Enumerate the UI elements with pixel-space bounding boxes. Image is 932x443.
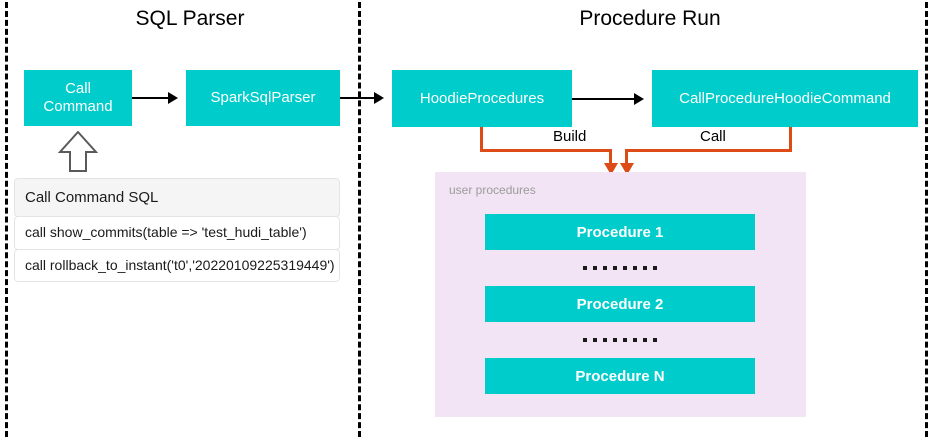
procedure-box-1-label: Procedure 1 bbox=[576, 223, 664, 241]
ellipsis-dot bbox=[603, 266, 607, 270]
arrow-hoodie-procedures-to-call-procedure-hoodie-command bbox=[572, 93, 644, 105]
node-call-command-label: Call Command bbox=[43, 80, 112, 115]
procedure-box-2[interactable]: Procedure 2 bbox=[485, 286, 755, 322]
arrow-spark-sql-parser-to-hoodie-procedures bbox=[340, 92, 384, 104]
section-title-procedure-run: Procedure Run bbox=[579, 7, 721, 30]
call-command-sql-table: Call Command SQL call show_commits(table… bbox=[14, 178, 340, 283]
ellipsis-dot bbox=[603, 338, 607, 342]
edge-call-drop bbox=[625, 149, 628, 166]
edge-build-horizontal bbox=[480, 149, 612, 152]
node-call-command[interactable]: Call Command bbox=[24, 70, 132, 126]
ellipsis-dot bbox=[613, 266, 617, 270]
ellipsis-dot bbox=[643, 338, 647, 342]
ellipsis-dot bbox=[653, 338, 657, 342]
ellipsis-dot bbox=[583, 338, 587, 342]
edge-label-build: Build bbox=[548, 128, 592, 146]
sql-table-row: call rollback_to_instant('t0','202201092… bbox=[14, 248, 340, 283]
user-procedures-panel: user procedures Procedure 1 Procedure 2 … bbox=[435, 172, 806, 417]
ellipsis-dot bbox=[623, 266, 627, 270]
arrow-call-command-to-spark-sql-parser bbox=[132, 92, 178, 104]
node-hoodie-procedures-label: HoodieProcedures bbox=[419, 89, 545, 107]
edge-build-drop bbox=[609, 149, 612, 166]
procedure-box-n-label: Procedure N bbox=[575, 367, 665, 385]
ellipsis-dot bbox=[653, 266, 657, 270]
procedure-box-1[interactable]: Procedure 1 bbox=[485, 214, 755, 250]
ellipsis-dot bbox=[633, 266, 637, 270]
section-title-sql-parser: SQL Parser bbox=[135, 7, 245, 30]
node-call-command-line1: Call bbox=[65, 80, 91, 98]
block-arrow-up-icon bbox=[57, 130, 99, 172]
ellipsis-dot bbox=[613, 338, 617, 342]
ellipsis-dot bbox=[643, 266, 647, 270]
procedure-box-2-label: Procedure 2 bbox=[576, 295, 664, 313]
node-spark-sql-parser[interactable]: SparkSqlParser bbox=[186, 70, 340, 126]
user-procedures-panel-label: user procedures bbox=[449, 183, 536, 197]
sql-table-row: call show_commits(table => 'test_hudi_ta… bbox=[14, 216, 340, 250]
node-spark-sql-parser-label: SparkSqlParser bbox=[210, 89, 316, 107]
ellipsis-dot bbox=[633, 338, 637, 342]
edge-call-vertical bbox=[789, 127, 792, 152]
ellipsis-dots-2 bbox=[485, 322, 755, 358]
procedure-box-n[interactable]: Procedure N bbox=[485, 358, 755, 394]
edge-call-horizontal bbox=[625, 149, 792, 152]
section-divider-middle bbox=[358, 2, 361, 437]
node-call-command-line2: Command bbox=[43, 98, 113, 115]
ellipsis-dots-1 bbox=[485, 250, 755, 286]
section-divider-left bbox=[5, 2, 8, 437]
node-hoodie-procedures[interactable]: HoodieProcedures bbox=[392, 70, 572, 127]
edge-build-vertical bbox=[480, 127, 483, 152]
ellipsis-dot bbox=[593, 266, 597, 270]
ellipsis-dot bbox=[593, 338, 597, 342]
edge-label-call: Call bbox=[695, 128, 731, 146]
ellipsis-dot bbox=[623, 338, 627, 342]
sql-table-header: Call Command SQL bbox=[14, 178, 340, 217]
node-call-procedure-hoodie-command-label: CallProcedureHoodieCommand bbox=[679, 89, 891, 107]
ellipsis-dot bbox=[583, 266, 587, 270]
section-divider-right bbox=[925, 2, 928, 437]
node-call-procedure-hoodie-command[interactable]: CallProcedureHoodieCommand bbox=[652, 70, 918, 127]
